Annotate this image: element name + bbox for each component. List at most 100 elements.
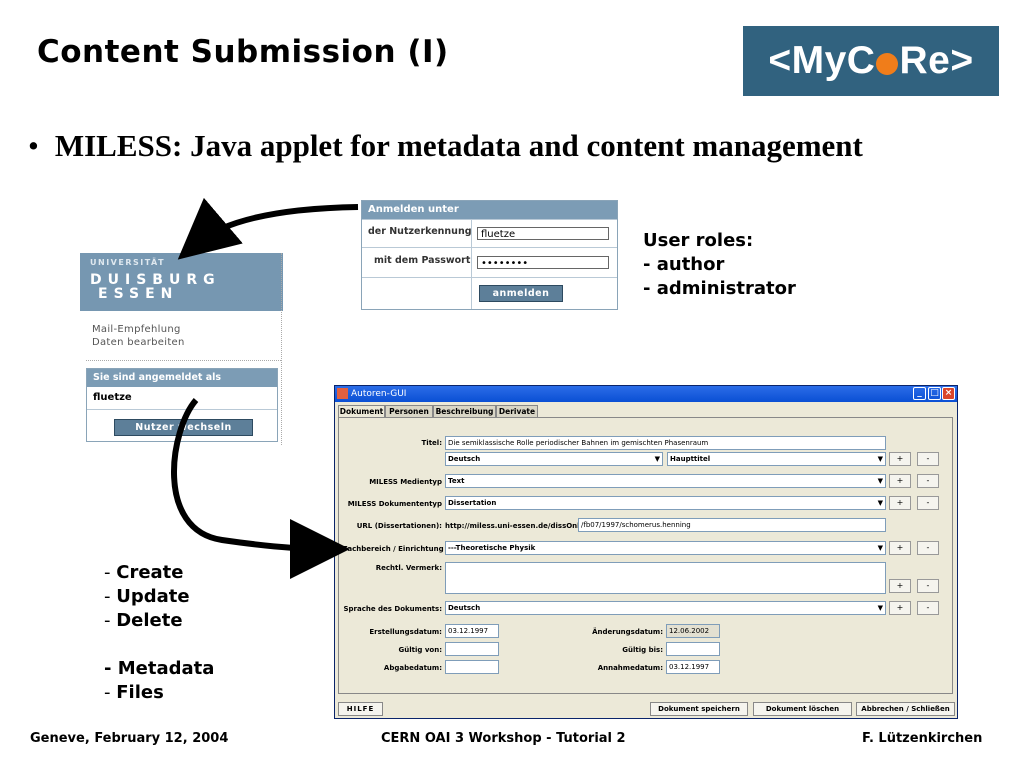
titel-label: Titel: bbox=[421, 439, 442, 447]
dropdown-arrow-icon: ▼ bbox=[877, 477, 883, 485]
login-pass-input[interactable]: •••••••• bbox=[477, 256, 609, 269]
erstellungsdatum-input[interactable]: 03.12.1997 bbox=[445, 624, 499, 638]
sprache-select[interactable]: Deutsch▼ bbox=[445, 601, 886, 615]
aenderungsdatum-field: 12.06.2002 bbox=[666, 624, 720, 638]
abgabedatum-label: Abgabedatum: bbox=[383, 664, 442, 672]
doktyp-select[interactable]: Dissertation▼ bbox=[445, 496, 886, 510]
sprache-label: Sprache des Dokuments: bbox=[343, 605, 442, 613]
window-titlebar[interactable]: Autoren-GUI _ □ × bbox=[335, 386, 957, 402]
gueltig-von-label: Gültig von: bbox=[398, 646, 442, 654]
help-button[interactable]: HILFE bbox=[338, 702, 383, 716]
fachbereich-remove-button[interactable]: - bbox=[917, 541, 939, 555]
vermerk-remove-button[interactable]: - bbox=[917, 579, 939, 593]
titel-input[interactable]: Die semiklassische Rolle periodischer Ba… bbox=[445, 436, 886, 450]
university-panel: UNIVERSITÄT DUISBURG ESSEN Mail-Empfehlu… bbox=[80, 253, 283, 445]
logged-in-user: fluetze bbox=[87, 387, 277, 410]
title-add-button[interactable]: + bbox=[889, 452, 911, 466]
bullet-text: MILESS: Java applet for metadata and con… bbox=[54, 128, 863, 163]
op-create: - Create bbox=[104, 562, 184, 583]
login-header: Anmelden unter bbox=[362, 201, 617, 219]
dropdown-arrow-icon: ▼ bbox=[877, 455, 883, 463]
fachbereich-select[interactable]: ---Theoretische Physik▼ bbox=[445, 541, 886, 555]
doktyp-remove-button[interactable]: - bbox=[917, 496, 939, 510]
dropdown-arrow-icon: ▼ bbox=[877, 604, 883, 612]
dropdown-arrow-icon: ▼ bbox=[654, 455, 660, 463]
login-divider bbox=[471, 219, 472, 309]
gueltig-bis-label: Gültig bis: bbox=[622, 646, 663, 654]
roles-title: User roles: bbox=[643, 230, 754, 251]
arrow-portal-to-app bbox=[171, 398, 350, 579]
medientyp-label: MILESS Medientyp bbox=[369, 478, 442, 486]
sprache-remove-button[interactable]: - bbox=[917, 601, 939, 615]
login-submit-button[interactable]: anmelden bbox=[479, 285, 563, 302]
vermerk-add-button[interactable]: + bbox=[889, 579, 911, 593]
mail-recommend-link[interactable]: Mail-Empfehlung bbox=[92, 324, 181, 335]
fachbereich-add-button[interactable]: + bbox=[889, 541, 911, 555]
url-input[interactable]: /fb07/1997/schomerus.henning bbox=[578, 518, 886, 532]
url-prefix: http://miless.uni-essen.de/dissOnline bbox=[445, 522, 592, 530]
op-metadata: - Metadata bbox=[104, 658, 215, 679]
tab-personen[interactable]: Personen bbox=[385, 405, 433, 417]
minimize-icon[interactable]: _ bbox=[913, 387, 926, 400]
edit-data-link[interactable]: Daten bearbeiten bbox=[92, 337, 185, 348]
logo-text-left: <MyC bbox=[768, 39, 876, 82]
footer-author: F. Lützenkirchen bbox=[862, 731, 983, 746]
tab-beschreibung[interactable]: Beschreibung bbox=[433, 405, 496, 417]
dropdown-arrow-icon: ▼ bbox=[877, 544, 883, 552]
dotted-right-border bbox=[281, 253, 282, 445]
arrow-login-to-portal bbox=[177, 197, 359, 260]
close-icon[interactable]: × bbox=[942, 387, 955, 400]
university-name-2: ESSEN bbox=[98, 286, 179, 302]
autoren-gui-window: Autoren-GUI _ □ × Dokument Personen Besc… bbox=[334, 385, 958, 719]
window-title: Autoren-GUI bbox=[351, 389, 407, 399]
abgabedatum-input[interactable] bbox=[445, 660, 499, 674]
doktyp-label: MILESS Dokumententyp bbox=[347, 500, 442, 508]
footer-date: Geneve, February 12, 2004 bbox=[30, 731, 229, 746]
slide-title: Content Submission (I) bbox=[37, 34, 449, 70]
doktyp-add-button[interactable]: + bbox=[889, 496, 911, 510]
title-language-select[interactable]: Deutsch▼ bbox=[445, 452, 663, 466]
gueltig-von-input[interactable] bbox=[445, 642, 499, 656]
medientyp-select[interactable]: Text▼ bbox=[445, 474, 886, 488]
rechtl-vermerk-label: Rechtl. Vermerk: bbox=[375, 564, 442, 572]
rechtl-vermerk-textarea[interactable] bbox=[445, 562, 886, 594]
tab-dokument[interactable]: Dokument bbox=[338, 405, 385, 418]
bullet-line: • MILESS: Java applet for metadata and co… bbox=[28, 128, 863, 164]
university-logo-band: UNIVERSITÄT DUISBURG ESSEN bbox=[80, 253, 283, 311]
university-name-1: DUISBURG bbox=[90, 272, 221, 288]
user-roles: User roles: - author - administrator bbox=[643, 229, 796, 301]
logged-in-box: Sie sind angemeldet als fluetze Nutzer w… bbox=[86, 368, 278, 442]
gueltig-bis-input[interactable] bbox=[666, 642, 720, 656]
medientyp-add-button[interactable]: + bbox=[889, 474, 911, 488]
role-author: - author bbox=[643, 254, 725, 275]
op-delete: - Delete bbox=[104, 610, 183, 631]
op-files: - Files bbox=[104, 682, 164, 703]
dotted-divider bbox=[86, 360, 281, 361]
operations-list: - Create - Update - Delete - Metadata - … bbox=[104, 561, 214, 705]
title-remove-button[interactable]: - bbox=[917, 452, 939, 466]
logo-dot-icon bbox=[876, 53, 899, 75]
university-label: UNIVERSITÄT bbox=[90, 258, 166, 267]
maximize-icon[interactable]: □ bbox=[928, 387, 941, 400]
bullet-dot: • bbox=[28, 128, 39, 163]
annahmedatum-input[interactable]: 03.12.1997 bbox=[666, 660, 720, 674]
login-user-input[interactable]: fluetze bbox=[477, 227, 609, 240]
login-form: Anmelden unter der Nutzerkennung fluetze… bbox=[361, 200, 618, 310]
erstellungsdatum-label: Erstellungsdatum: bbox=[369, 628, 442, 636]
delete-document-button[interactable]: Dokument löschen bbox=[753, 702, 852, 716]
op-update: - Update bbox=[104, 586, 190, 607]
logo-text-right: Re> bbox=[899, 39, 974, 82]
login-user-label: der Nutzerkennung bbox=[368, 226, 472, 237]
save-document-button[interactable]: Dokument speichern bbox=[650, 702, 748, 716]
cancel-close-button[interactable]: Abbrechen / Schließen bbox=[856, 702, 955, 716]
sprache-add-button[interactable]: + bbox=[889, 601, 911, 615]
tab-derivate[interactable]: Derivate bbox=[496, 405, 538, 417]
title-type-select[interactable]: Haupttitel▼ bbox=[667, 452, 886, 466]
url-label: URL (Dissertationen): bbox=[356, 522, 442, 530]
role-admin: - administrator bbox=[643, 278, 796, 299]
aenderungsdatum-label: Änderungsdatum: bbox=[592, 628, 663, 636]
fachbereich-label: Fachbereich / Einrichtung bbox=[343, 545, 444, 553]
medientyp-remove-button[interactable]: - bbox=[917, 474, 939, 488]
login-pass-label: mit dem Passwort bbox=[374, 255, 471, 266]
